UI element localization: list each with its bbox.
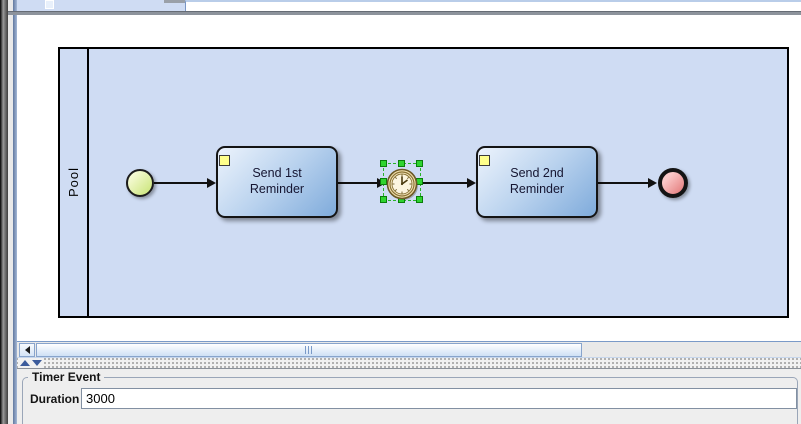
tab-icon[interactable]	[45, 0, 54, 9]
tab-bar	[17, 0, 185, 11]
selection-handle[interactable]	[398, 160, 405, 167]
arrowhead-icon	[207, 178, 216, 188]
splitter-collapse-down-button[interactable]	[31, 358, 43, 368]
left-collapsed-panel-edge[interactable]	[0, 0, 8, 424]
task-marker-icon	[219, 155, 230, 166]
groupbox-title: Timer Event	[28, 370, 105, 384]
task-label: Send 1st Reminder	[250, 166, 304, 197]
pool-label-band[interactable]: Pool	[60, 49, 89, 316]
sequence-flow[interactable]	[338, 182, 377, 184]
selection-handle[interactable]	[416, 196, 423, 203]
task-send-2nd-reminder[interactable]: Send 2nd Reminder	[476, 146, 598, 218]
task-label-line2: Reminder	[249, 182, 305, 196]
task-label: Send 2nd Reminder	[510, 166, 564, 197]
sequence-flow[interactable]	[154, 182, 207, 184]
task-marker-icon	[479, 155, 490, 166]
arrowhead-icon	[648, 178, 657, 188]
duration-input[interactable]	[81, 388, 797, 409]
panel-border	[13, 0, 17, 424]
splitter-collapse-up-button[interactable]	[19, 358, 31, 368]
task-label-line2: Reminder	[509, 182, 565, 196]
pool-label: Pool	[66, 167, 81, 198]
timer-event-groupbox	[22, 377, 798, 424]
arrow-down-icon	[32, 360, 42, 366]
end-event[interactable]	[658, 168, 688, 198]
duration-label: Duration	[30, 392, 80, 406]
selection-handle[interactable]	[380, 196, 387, 203]
arrow-left-icon	[24, 346, 30, 354]
scrollbar-left-button[interactable]	[19, 343, 35, 357]
start-event[interactable]	[126, 169, 154, 197]
sequence-flow[interactable]	[598, 182, 648, 184]
tab-bar-fragment	[164, 0, 185, 3]
task-label-line1: Send 1st	[252, 166, 302, 181]
selection-handle[interactable]	[380, 160, 387, 167]
timer-event-icon[interactable]	[385, 167, 419, 201]
thumb-grip-icon	[305, 346, 312, 354]
task-label-line1: Send 2nd	[510, 166, 564, 181]
left-panel-gap	[8, 0, 13, 424]
diagram-canvas[interactable]: Pool	[17, 15, 801, 341]
arrow-up-icon	[20, 360, 30, 366]
selection-handle[interactable]	[380, 178, 387, 185]
selection-handle[interactable]	[416, 160, 423, 167]
task-send-1st-reminder[interactable]: Send 1st Reminder	[216, 146, 338, 218]
arrowhead-icon	[467, 178, 476, 188]
toolbar-panel	[185, 0, 801, 11]
horizontal-scrollbar-thumb[interactable]	[36, 343, 582, 357]
sequence-flow[interactable]	[420, 182, 467, 184]
properties-panel: Timer Event Duration	[17, 369, 801, 424]
split-pane-divider[interactable]	[17, 358, 801, 369]
tab-bar-separator	[8, 11, 801, 15]
